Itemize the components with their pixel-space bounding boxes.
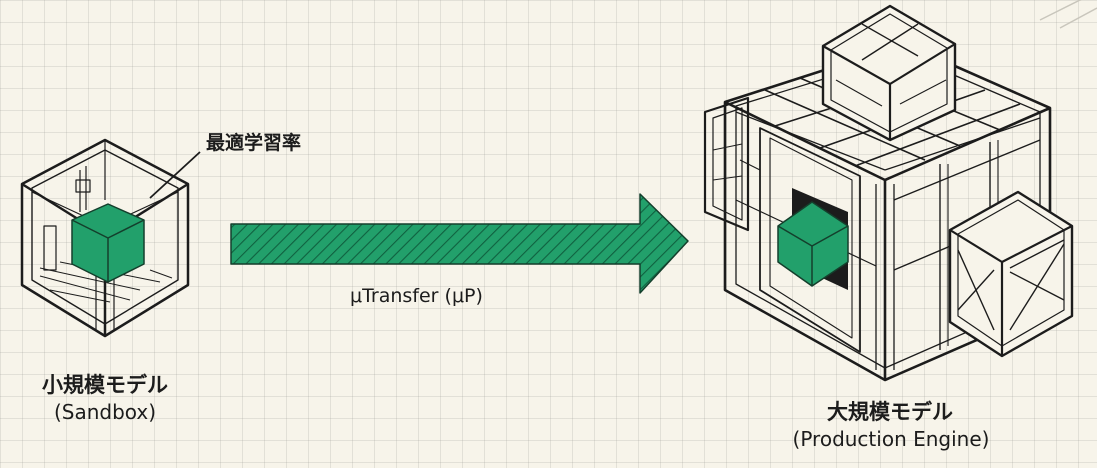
small-model-subtitle: (Sandbox) xyxy=(53,400,157,424)
small-core-cube xyxy=(71,203,145,283)
corner-decoration xyxy=(1039,0,1097,29)
small-model-title: 小規模モデル xyxy=(42,373,168,397)
large-model-title: 大規模モデル xyxy=(827,400,953,424)
large-model-icon xyxy=(703,4,1074,382)
transfer-arrow xyxy=(230,193,689,294)
large-model-subtitle: (Production Engine) xyxy=(792,427,990,451)
large-core-cube xyxy=(777,201,849,287)
pointer-line xyxy=(149,151,201,199)
small-model-icon xyxy=(20,138,190,338)
transfer-label: μTransfer (μP) xyxy=(350,285,483,307)
optimal-learning-rate-label: 最適学習率 xyxy=(206,132,302,154)
